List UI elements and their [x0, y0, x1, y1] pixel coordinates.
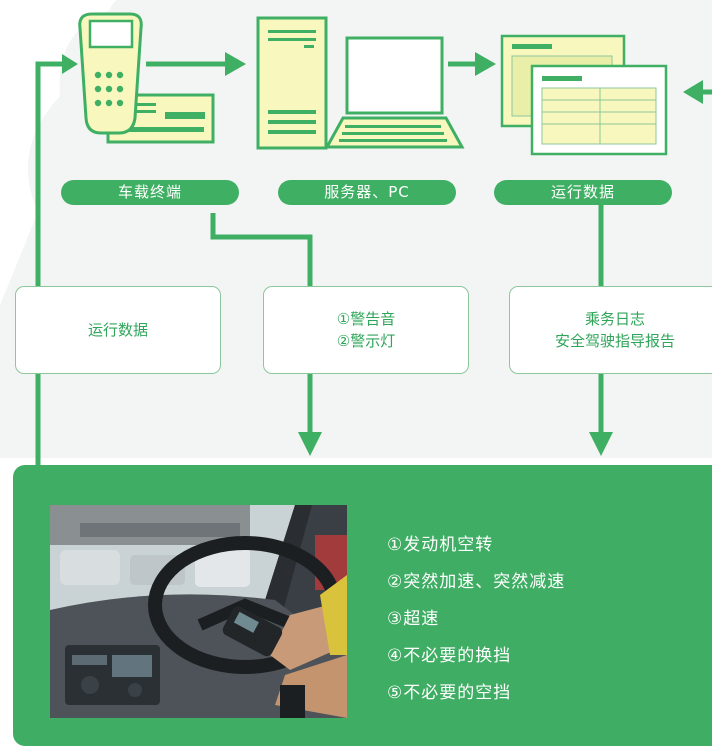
- data-label: 运行数据: [494, 180, 672, 205]
- alerts-box: ①警告音 ②警示灯: [263, 286, 469, 374]
- report-line: 安全驾驶指导报告: [554, 332, 675, 350]
- alert-line: ①警告音: [336, 310, 396, 328]
- terminal-label: 车载终端: [61, 180, 239, 205]
- handheld-terminal-icon: [78, 12, 215, 144]
- alert-line: ②警示灯: [336, 332, 396, 350]
- feedback-data-text: 运行数据: [87, 321, 148, 339]
- arrow-right-icon: [62, 54, 78, 74]
- arrow-left-icon: [683, 80, 703, 104]
- arrow-down-icon: [298, 432, 322, 456]
- driver-terminal-photo: [50, 505, 347, 718]
- arrow-down-icon: [589, 432, 613, 456]
- checklist-item: ①发动机空转: [387, 535, 494, 555]
- report-line: 乘务日志: [584, 310, 645, 328]
- server-label: 服务器、PC: [278, 180, 456, 205]
- arrow-right-icon: [475, 52, 496, 76]
- data-report-icon: [500, 34, 668, 156]
- arrow-right-icon: [225, 52, 246, 76]
- arrowheads: [62, 52, 703, 456]
- behavior-checklist: ①发动机空转 ②突然加速、突然减速 ③超速 ④不必要的换挡 ⑤不必要的空挡: [387, 527, 565, 712]
- laptop-icon: [324, 36, 465, 149]
- reports-box: 乘务日志 安全驾驶指导报告: [509, 286, 712, 374]
- checklist-item: ③超速: [387, 609, 440, 629]
- checklist-item: ⑤不必要的空挡: [387, 683, 512, 703]
- checklist-item: ④不必要的换挡: [387, 646, 512, 666]
- server-tower-icon: [256, 16, 328, 150]
- in-cab-photo: [50, 505, 347, 718]
- feedback-data-box: 运行数据: [15, 286, 221, 374]
- checklist-item: ②突然加速、突然减速: [387, 572, 566, 592]
